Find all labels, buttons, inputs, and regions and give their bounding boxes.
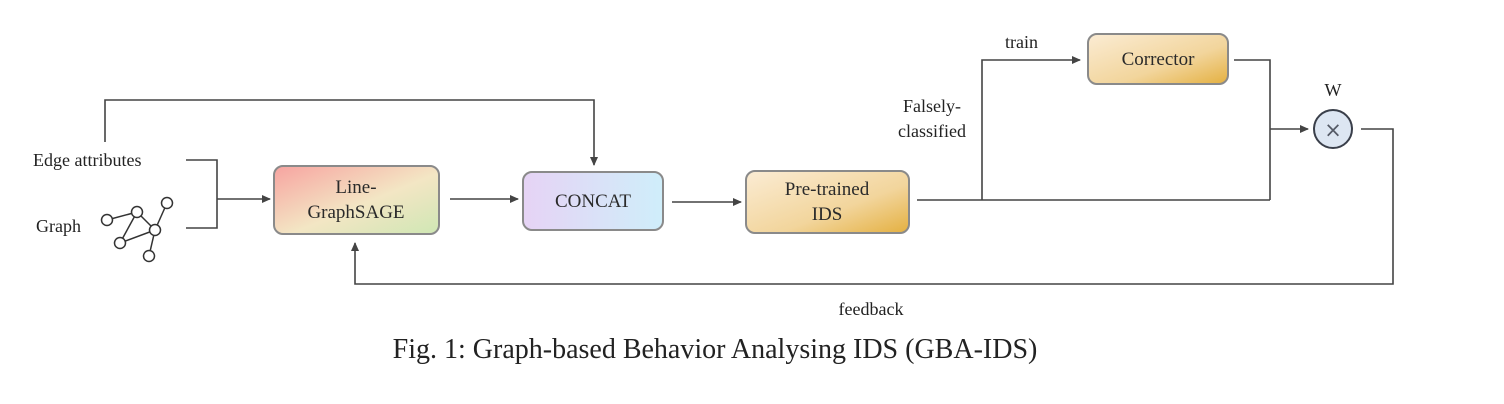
line-graphsage-block: Line- GraphSAGE: [273, 165, 440, 235]
multiply-icon: ×: [1324, 118, 1342, 142]
corrector-label: Corrector: [1122, 49, 1195, 70]
pretrained-ids-block: Pre-trained IDS: [745, 170, 910, 234]
falsely-classified-line2: classified: [898, 121, 966, 141]
graph-label: Graph: [36, 216, 81, 236]
line-graphsage-line2: GraphSAGE: [307, 202, 404, 223]
concat-block: CONCAT: [522, 171, 664, 231]
graph-icon: [100, 196, 174, 263]
multiply-node: ×: [1313, 109, 1353, 149]
pretrained-ids-line2: IDS: [812, 204, 843, 225]
falsely-classified-line1: Falsely-: [903, 96, 961, 116]
edge-attributes-label: Edge attributes: [33, 150, 141, 170]
line-graphsage-line1: Line-: [335, 177, 376, 198]
feedback-label: feedback: [839, 299, 904, 319]
corrector-block: Corrector: [1087, 33, 1229, 85]
figure-caption: Fig. 1: Graph-based Behavior Analysing I…: [392, 334, 1038, 365]
pretrained-ids-line1: Pre-trained: [785, 179, 870, 200]
concat-label: CONCAT: [555, 191, 631, 212]
weight-label: W: [1325, 80, 1342, 100]
connections: [104, 56, 1394, 285]
train-label: train: [1005, 32, 1038, 52]
